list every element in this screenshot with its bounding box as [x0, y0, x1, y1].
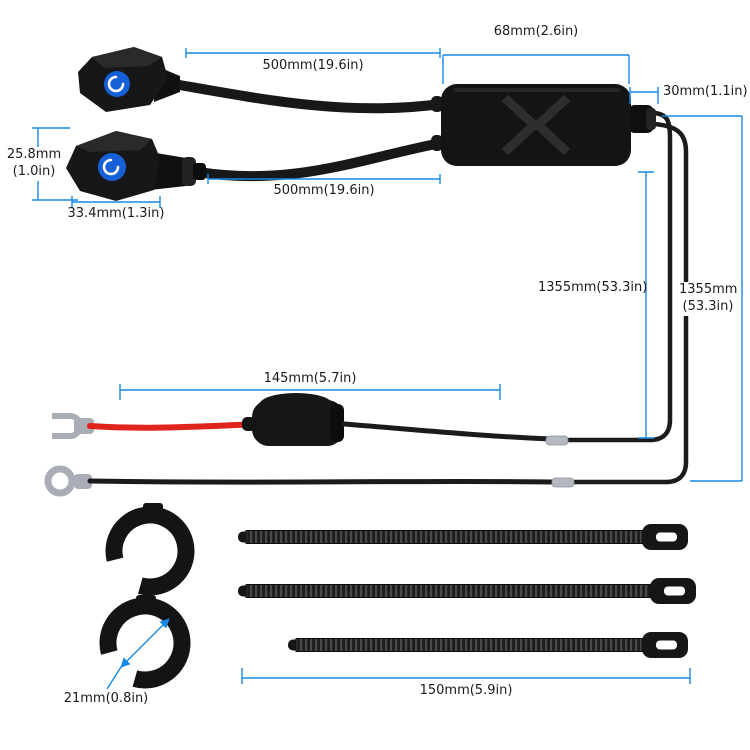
dim-fuse-lead-label: 145mm(5.7in)	[263, 371, 357, 386]
usb-plug-1	[78, 47, 180, 112]
clip2-ring	[99, 597, 191, 689]
dim-plug-width-lines	[71, 196, 161, 208]
dim-box-offset-lines	[629, 87, 659, 104]
tie3-strap	[295, 638, 643, 652]
tie2-slot	[664, 586, 685, 596]
fuse-black-wire	[341, 421, 553, 442]
box-left-nub-1	[431, 96, 443, 112]
control-box	[431, 84, 656, 166]
dim-clip-diameter-lines	[106, 618, 170, 690]
ring-terminal-barrel	[74, 474, 92, 489]
fuse-holder-body	[252, 400, 344, 446]
ground-black-wire	[87, 478, 559, 485]
ground-lead-assembly	[44, 465, 575, 497]
crimp-ferrule-1	[545, 435, 569, 446]
dim-output-wire-a-label: 1355mm(53.3in)	[538, 280, 648, 295]
dim-box-width-lines	[442, 54, 630, 84]
dim-cable-bottom-label: 500mm(19.6in)	[273, 183, 375, 198]
cable-tie-3	[288, 632, 688, 658]
dim-plug-height-line2: (1.0in)	[12, 163, 56, 179]
brand-logo-icon	[98, 153, 126, 181]
dim-cable-top-lines	[185, 48, 441, 58]
box-top-edge	[454, 88, 620, 92]
fuse-holder-entry	[242, 417, 256, 431]
handlebar-clip-2	[99, 595, 191, 689]
brand-logo-icon	[104, 71, 130, 97]
brand-logo-glyph	[107, 75, 125, 93]
dim-clip-diameter-label: 21mm(0.8in)	[63, 691, 149, 706]
fuse-holder-cap	[330, 404, 344, 442]
handlebar-clip-1	[105, 503, 195, 596]
usb-plug-2	[66, 131, 206, 201]
crimp-ferrule-2	[551, 477, 575, 488]
dim-box-offset-label: 30mm(1.1in)	[663, 84, 748, 99]
plug2-top-facet	[76, 131, 152, 152]
clip1-ring	[105, 506, 195, 596]
brand-logo-glyph	[102, 158, 120, 176]
cable-tie-2	[238, 578, 696, 604]
plug2-neck	[193, 163, 206, 180]
dim-output-wire-b-label: 1355mm (53.3in)	[678, 282, 738, 316]
red-power-wire	[87, 421, 265, 431]
dim-output-wire-b-lines	[662, 115, 743, 482]
fuse-lead-assembly	[52, 393, 569, 446]
output-wire-2	[569, 121, 689, 485]
dim-tie-length-label: 150mm(5.9in)	[419, 683, 513, 698]
tie1-strap	[245, 530, 643, 544]
dim-output-wire-b-line2: (53.3in)	[682, 298, 734, 314]
usb-cable-1	[163, 78, 446, 114]
plug2-cap-ring	[182, 157, 196, 186]
ring-terminal-icon	[44, 465, 76, 497]
box-gland-band	[646, 108, 656, 130]
plug1-top-facet	[92, 47, 162, 68]
dim-box-width-label: 68mm(2.6in)	[493, 24, 579, 39]
usb-cable-2	[193, 138, 446, 182]
cable-tie-1	[238, 524, 688, 550]
dim-cable-bottom-lines	[207, 174, 441, 184]
dim-tie-length-lines	[241, 668, 691, 684]
tie3-slot	[656, 640, 677, 650]
dim-output-wire-a-lines	[638, 171, 654, 439]
dim-plug-height-label: 25.8mm (1.0in)	[3, 147, 65, 181]
box-left-nub-2	[431, 135, 443, 151]
box-ridge-right	[533, 94, 571, 156]
dim-plug-height-line1: 25.8mm	[6, 147, 62, 162]
dim-output-wire-b-line1: 1355mm	[679, 282, 738, 297]
dim-plug-width-label: 33.4mm(1.3in)	[67, 206, 165, 221]
dim-fuse-lead-lines	[119, 384, 501, 400]
tie2-strap	[245, 584, 651, 598]
fork-terminal-barrel	[74, 418, 94, 434]
tie1-slot	[656, 532, 677, 542]
dim-cable-top-label: 500mm(19.6in)	[262, 58, 364, 73]
